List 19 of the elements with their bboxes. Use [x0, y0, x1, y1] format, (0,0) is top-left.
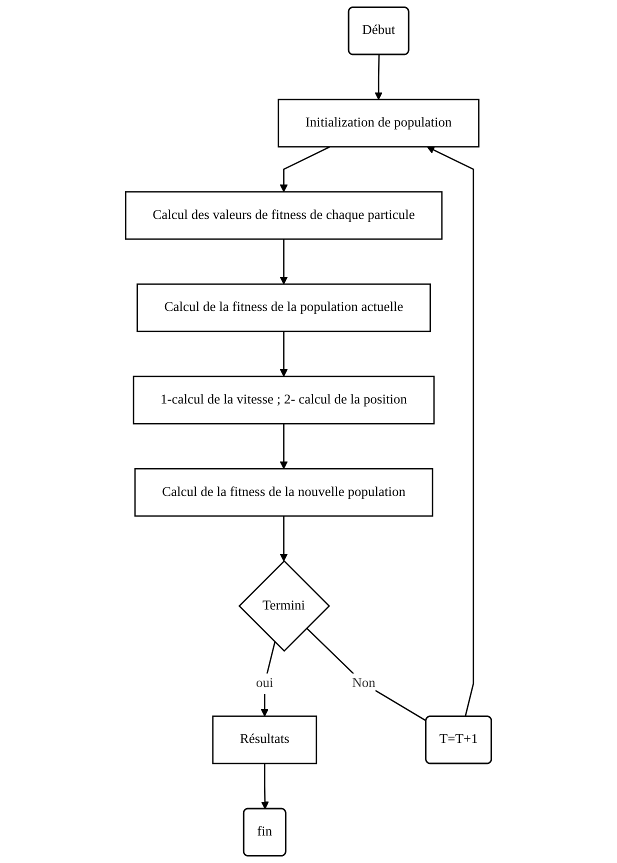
node-box: Calcul des valeurs de fitness de chaque particule [124, 191, 443, 240]
node-diamond: Termini [238, 560, 330, 652]
arrow [260, 763, 269, 810]
arrow [280, 331, 288, 377]
arrow [260, 642, 276, 717]
arrow [374, 54, 383, 100]
node-box: Calcul de la fitness de la nouvelle population [134, 468, 434, 517]
arrow [280, 516, 288, 562]
node-box: Initialization de population [278, 98, 480, 148]
edge-label: Non [352, 676, 376, 691]
arrow [280, 239, 288, 284]
node-box: Résultats [212, 716, 318, 764]
edge-label: oui [256, 676, 274, 691]
arrow [426, 146, 474, 717]
arrow [280, 146, 330, 192]
arrow [280, 424, 288, 470]
node-box: Calcul de la fitness de la population actuelle [136, 283, 431, 332]
connector [306, 628, 427, 722]
node-box: 1-calcul de la vitesse ; 2- calcul de la position [132, 376, 435, 424]
